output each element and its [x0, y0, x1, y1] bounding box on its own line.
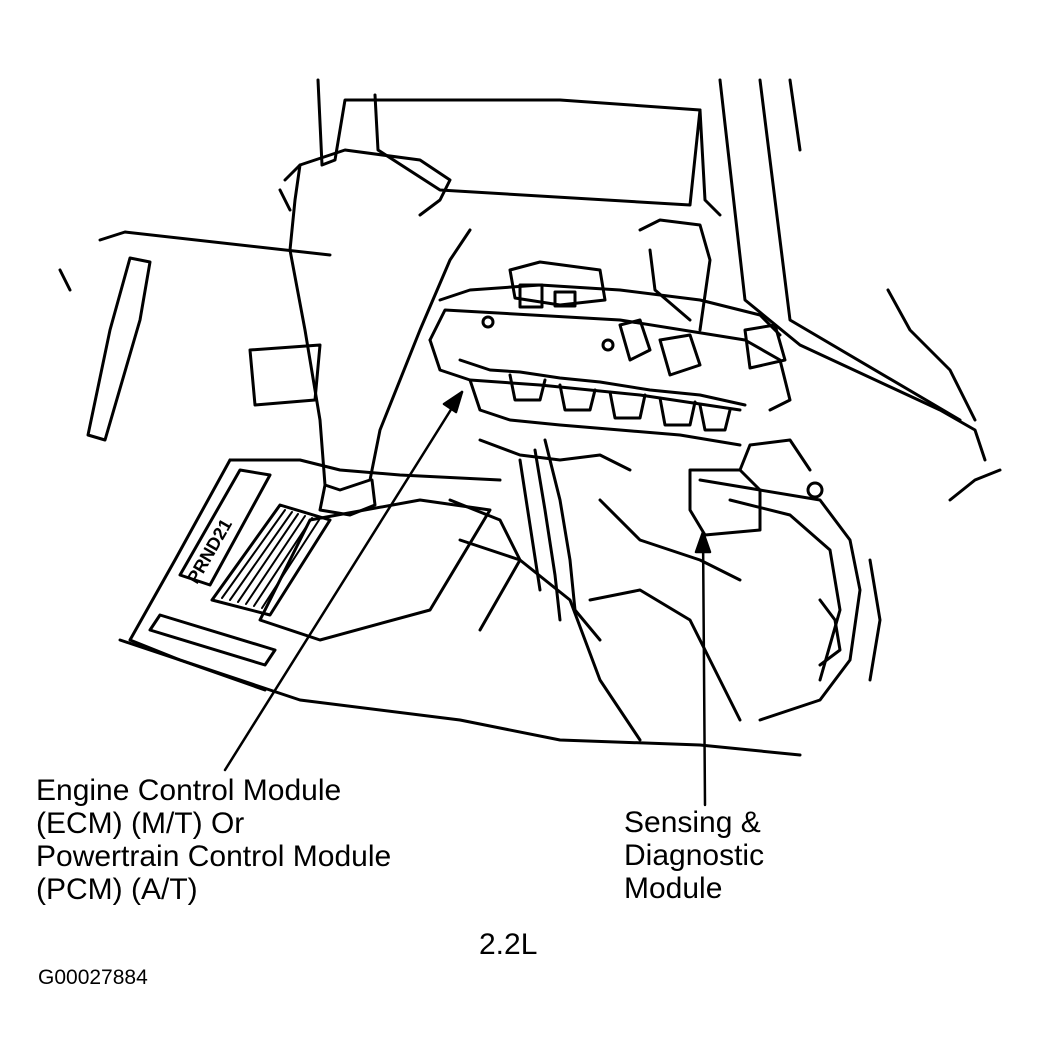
ecm-pcm-label-line: (ECM) (M/T) Or [36, 807, 245, 840]
figure-id: G00027884 [38, 966, 148, 989]
ecm-leader [223, 390, 464, 772]
wiring-harness [478, 218, 882, 722]
ecm-pcm-label-line: Powertrain Control Module [36, 840, 392, 873]
dash-housing [316, 78, 987, 462]
floor-console [118, 468, 1002, 757]
sdm-arrowhead [694, 530, 712, 554]
engine-label: 2.2L [479, 928, 538, 961]
shift-console [128, 458, 522, 692]
ecm-arrowhead [442, 390, 464, 414]
module-bracket [428, 260, 792, 447]
sdm-label: Sensing & Diagnostic Module [624, 806, 764, 905]
sdm-label-line: Module [624, 872, 723, 905]
ecm-pcm-label-line: Engine Control Module [36, 774, 342, 807]
sdm-label-line: Diagnostic [624, 839, 765, 872]
ecm-pcm-label-line: (PCM) (A/T) [36, 873, 198, 906]
sdm-body [688, 438, 824, 537]
sdm-leader [694, 530, 712, 807]
shift-lever [278, 148, 472, 517]
sdm-label-line: Sensing & [624, 806, 761, 839]
left-trim [58, 230, 332, 442]
ecm-pcm-label: Engine Control Module (ECM) (M/T) Or Pow… [36, 774, 391, 906]
